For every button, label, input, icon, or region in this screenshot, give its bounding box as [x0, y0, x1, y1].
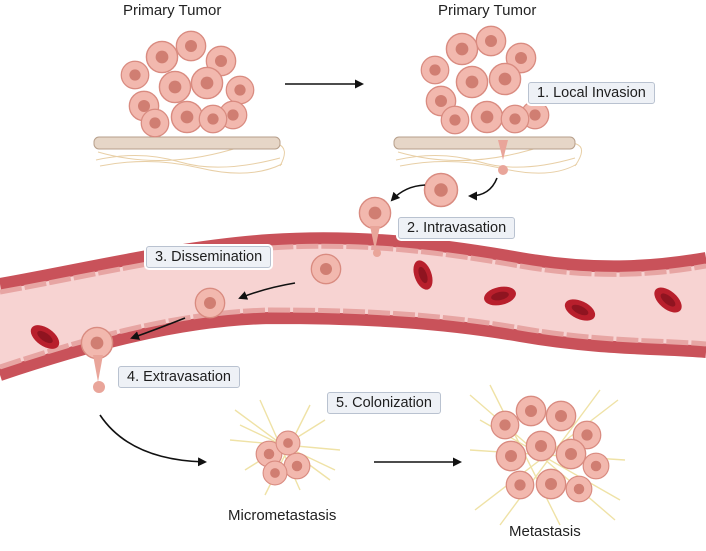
circulating-tumor-cell [310, 253, 342, 285]
arrow-dissemination-2 [130, 317, 186, 340]
primary-tumor-right [393, 25, 582, 175]
micrometastasis-title: Micrometastasis [228, 507, 337, 524]
primary-tumor-left-title: Primary Tumor [123, 2, 222, 19]
step-local-invasion: 1. Local Invasion [528, 82, 655, 104]
step-extravasation: 4. Extravasation [118, 366, 240, 388]
epithelial-layer [93, 136, 281, 150]
metastasis-title: Metastasis [509, 523, 581, 540]
primary-tumor-left [93, 30, 285, 174]
invading-cell-protrusion [498, 140, 508, 160]
step-intravasation: 2. Intravasation [398, 217, 516, 239]
fiber-layer [95, 142, 285, 174]
tumor-cluster-right [420, 25, 550, 135]
intravasating-cell [358, 196, 392, 257]
primary-tumor-right-title: Primary Tumor [438, 2, 537, 19]
step-dissemination: 3. Dissemination [146, 246, 272, 268]
micrometastasis [229, 399, 341, 496]
blood-vessel [0, 232, 706, 381]
metastasis-tumor [469, 384, 626, 526]
vessel-lumen [0, 238, 706, 375]
invading-cell-tip [498, 165, 508, 175]
process-arrows [99, 79, 498, 467]
arrow-dissemination-1 [238, 282, 296, 300]
arrow-migration [468, 177, 498, 201]
arrow-to-micrometastasis [99, 414, 207, 467]
migrating-tumor-cell [423, 172, 459, 208]
arrow-to-vessel [390, 184, 426, 202]
step-colonization: 5. Colonization [327, 392, 441, 414]
tumor-cluster-left [120, 30, 255, 138]
circulating-tumor-cell [194, 287, 226, 319]
vessel-lower-wall [0, 311, 706, 381]
extravasating-cell [80, 326, 114, 393]
epithelial-layer [393, 136, 576, 150]
